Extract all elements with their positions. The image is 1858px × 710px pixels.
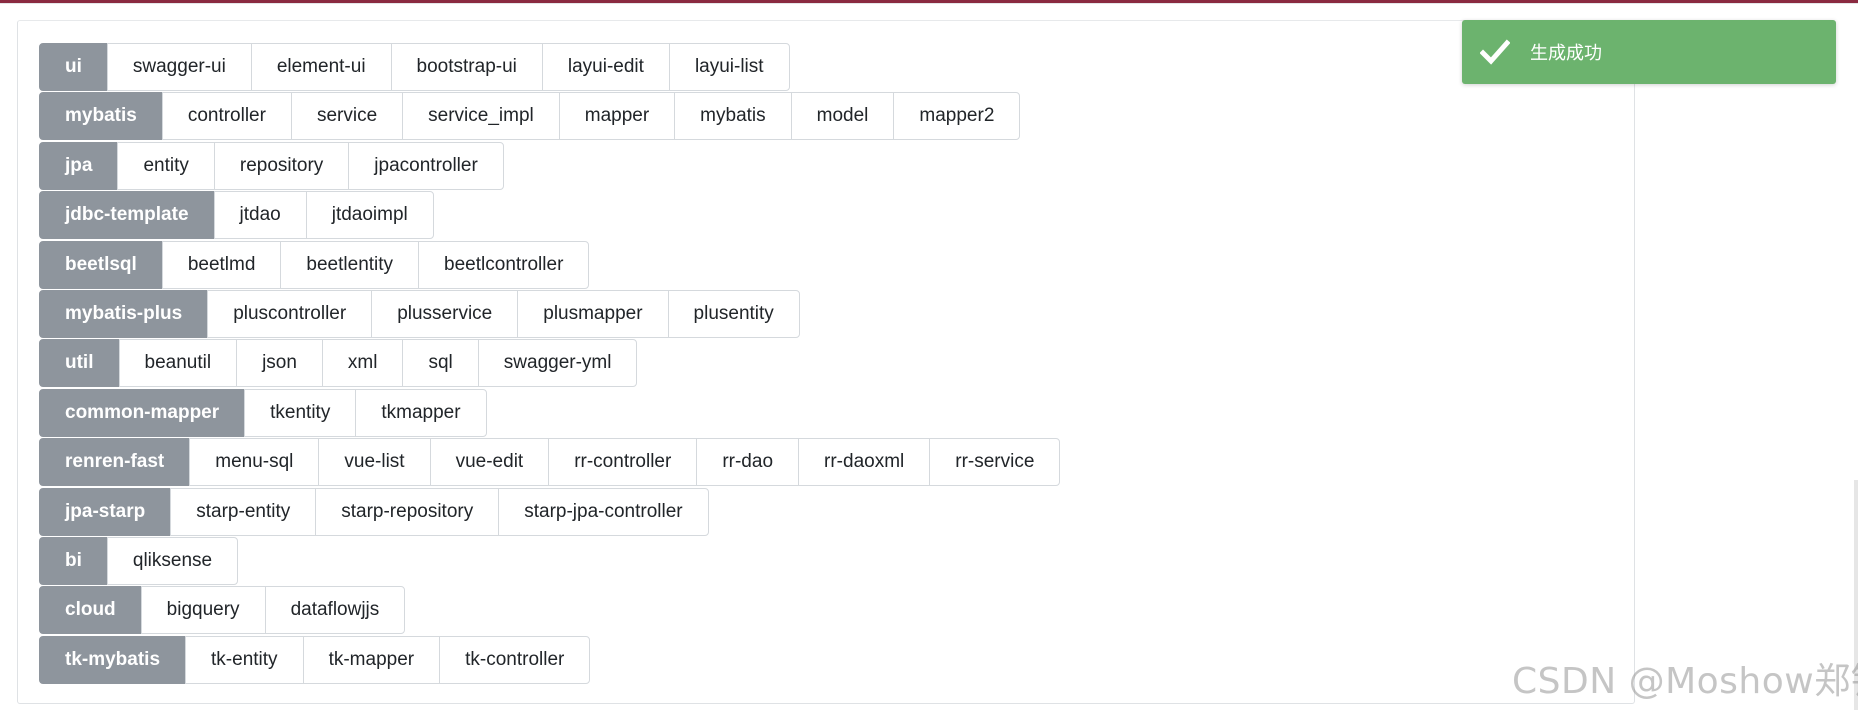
template-button-vue-list[interactable]: vue-list	[318, 438, 431, 487]
template-button-service_impl[interactable]: service_impl	[402, 92, 560, 141]
template-button-qliksense[interactable]: qliksense	[106, 536, 239, 585]
top-accent-stripe	[0, 0, 1858, 3]
template-button-sql[interactable]: sql	[402, 339, 479, 388]
template-button-jtdaoimpl[interactable]: jtdaoimpl	[305, 191, 434, 240]
template-button-dataflowjjs[interactable]: dataflowjjs	[264, 586, 406, 635]
template-button-starp-repository[interactable]: starp-repository	[315, 487, 500, 536]
group-label-tk-mybatis[interactable]: tk-mybatis	[39, 635, 187, 684]
group-label-ui[interactable]: ui	[39, 43, 108, 91]
template-button-tk-controller[interactable]: tk-controller	[439, 635, 591, 684]
template-button-model[interactable]: model	[790, 92, 895, 141]
group-label-mybatis[interactable]: mybatis	[39, 92, 163, 141]
template-button-layui-list[interactable]: layui-list	[668, 43, 790, 91]
template-button-rr-service[interactable]: rr-service	[929, 438, 1061, 487]
template-button-element-ui[interactable]: element-ui	[250, 43, 392, 91]
template-button-bigquery[interactable]: bigquery	[140, 586, 266, 635]
group-label-jdbc-template[interactable]: jdbc-template	[39, 191, 215, 240]
template-button-plusmapper[interactable]: plusmapper	[517, 289, 669, 338]
template-button-jpacontroller[interactable]: jpacontroller	[348, 141, 504, 190]
template-button-layui-edit[interactable]: layui-edit	[541, 43, 670, 91]
template-button-xml[interactable]: xml	[321, 339, 404, 388]
template-button-beanutil[interactable]: beanutil	[118, 339, 238, 388]
template-button-menu-sql[interactable]: menu-sql	[189, 438, 320, 487]
template-button-tkmapper[interactable]: tkmapper	[355, 388, 487, 437]
check-icon	[1480, 37, 1510, 67]
group-label-common-mapper[interactable]: common-mapper	[39, 388, 246, 437]
template-button-starp-jpa-controller[interactable]: starp-jpa-controller	[498, 487, 709, 536]
template-button-mapper2[interactable]: mapper2	[893, 92, 1021, 141]
template-button-controller[interactable]: controller	[161, 92, 292, 141]
template-button-swagger-ui[interactable]: swagger-ui	[106, 43, 252, 91]
group-label-bi[interactable]: bi	[39, 536, 108, 585]
group-label-mybatis-plus[interactable]: mybatis-plus	[39, 289, 209, 338]
success-toast[interactable]: 生成成功	[1462, 20, 1836, 84]
template-button-repository[interactable]: repository	[213, 141, 350, 190]
template-button-beetlentity[interactable]: beetlentity	[280, 240, 420, 289]
group-label-util[interactable]: util	[39, 339, 120, 388]
template-button-pluscontroller[interactable]: pluscontroller	[207, 289, 373, 338]
template-button-starp-entity[interactable]: starp-entity	[170, 487, 317, 536]
watermark-text: CSDN @Moshow郑锴	[1512, 661, 1858, 702]
template-button-mapper[interactable]: mapper	[558, 92, 676, 141]
group-label-jpa-starp[interactable]: jpa-starp	[39, 487, 172, 536]
template-button-beetlmd[interactable]: beetlmd	[161, 240, 282, 289]
template-button-plusentity[interactable]: plusentity	[667, 289, 800, 338]
template-button-tkentity[interactable]: tkentity	[244, 388, 357, 437]
template-button-swagger-yml[interactable]: swagger-yml	[477, 339, 638, 388]
template-button-plusservice[interactable]: plusservice	[371, 289, 519, 338]
toast-message: 生成成功	[1530, 43, 1602, 64]
template-button-beetlcontroller[interactable]: beetlcontroller	[418, 240, 590, 289]
template-button-rr-controller[interactable]: rr-controller	[548, 438, 698, 487]
template-button-entity[interactable]: entity	[117, 141, 215, 190]
template-button-service[interactable]: service	[290, 92, 404, 141]
template-button-json[interactable]: json	[236, 339, 323, 388]
template-button-tk-entity[interactable]: tk-entity	[185, 635, 304, 684]
top-divider	[0, 3, 1858, 4]
template-button-rr-dao[interactable]: rr-dao	[696, 438, 800, 487]
page-scrollbar[interactable]	[1854, 480, 1858, 710]
template-button-jtdao[interactable]: jtdao	[213, 191, 307, 240]
template-button-mybatis[interactable]: mybatis	[674, 92, 792, 141]
template-button-vue-edit[interactable]: vue-edit	[429, 438, 550, 487]
group-label-cloud[interactable]: cloud	[39, 586, 142, 635]
template-button-rr-daoxml[interactable]: rr-daoxml	[798, 438, 931, 487]
template-button-bootstrap-ui[interactable]: bootstrap-ui	[390, 43, 543, 91]
group-label-jpa[interactable]: jpa	[39, 141, 119, 190]
template-button-tk-mapper[interactable]: tk-mapper	[302, 635, 441, 684]
group-label-renren-fast[interactable]: renren-fast	[39, 438, 191, 487]
group-label-beetlsql[interactable]: beetlsql	[39, 240, 163, 289]
